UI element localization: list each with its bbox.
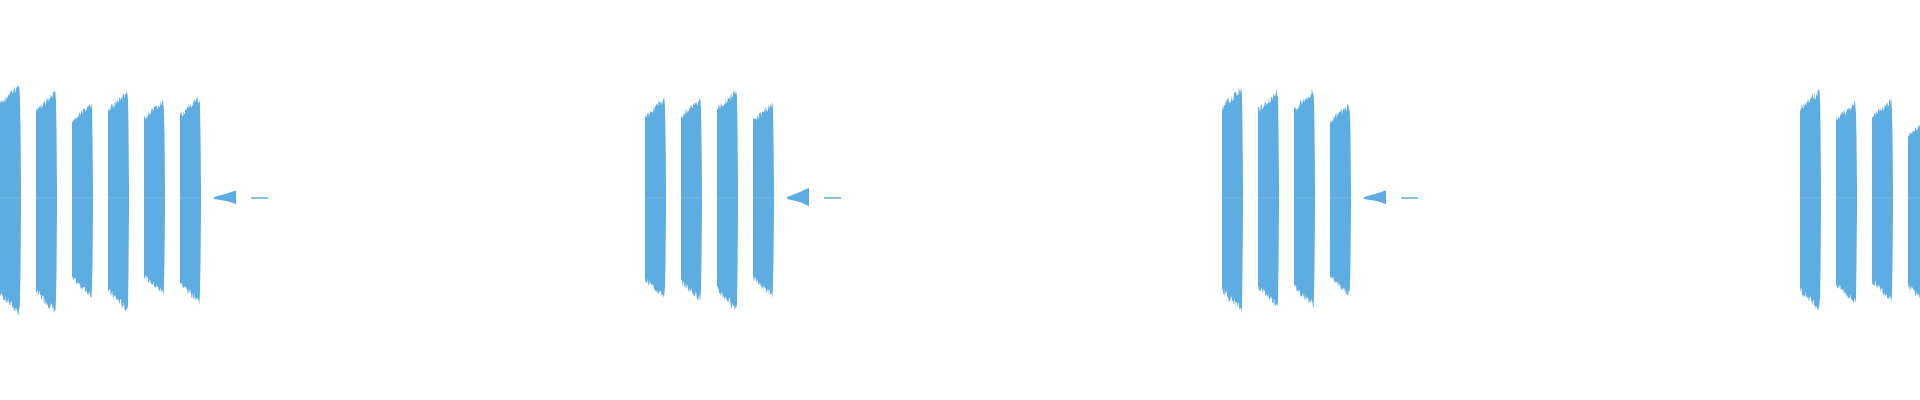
waveform-burst: [1872, 97, 1893, 303]
audio-clip[interactable]: [1800, 89, 1920, 311]
waveform-burst: [36, 90, 57, 314]
waveform-burst: [1836, 100, 1857, 303]
waveform-burst: [1330, 104, 1351, 295]
waveform-burst: [1258, 89, 1279, 307]
waveform-burst: [681, 97, 702, 301]
audio-clip[interactable]: [1222, 87, 1418, 314]
waveform-burst: [1800, 89, 1821, 311]
waveform-burst: [753, 102, 774, 299]
audio-clip[interactable]: [645, 89, 841, 311]
waveform-burst: [1294, 89, 1315, 309]
waveform-burst: [72, 103, 93, 299]
waveform-burst: [180, 96, 201, 306]
waveform-tail-blip: [214, 190, 236, 205]
waveform-burst: [717, 89, 738, 311]
waveform-burst: [0, 83, 21, 316]
audio-clip[interactable]: [0, 83, 268, 316]
waveform-burst: [144, 99, 165, 296]
waveform-burst: [645, 97, 666, 299]
waveform-burst: [1908, 124, 1920, 298]
waveform-tail-blip: [1364, 190, 1386, 205]
waveform-tail-blip: [787, 187, 809, 207]
waveform-burst: [1222, 87, 1243, 314]
waveform-burst: [108, 91, 129, 312]
